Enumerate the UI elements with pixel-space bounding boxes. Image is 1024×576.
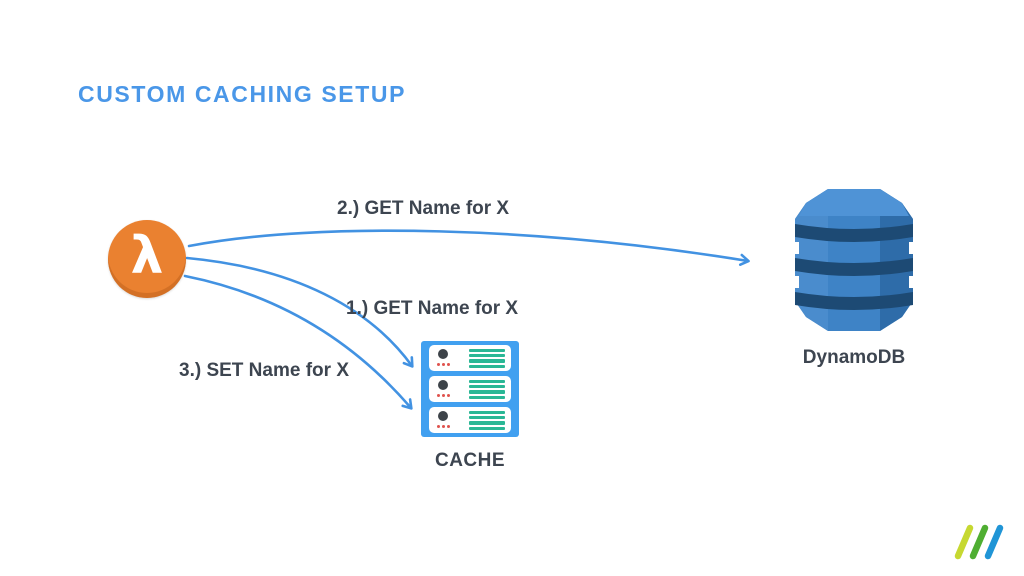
cache-label: CACHE [434, 450, 506, 471]
led-dot-icon [438, 380, 448, 390]
edge-2-arrow-lambda-to-dynamodb [187, 229, 750, 266]
server-row [429, 407, 511, 433]
status-dots-icon [437, 363, 450, 366]
server-row [429, 345, 511, 371]
server-row [429, 376, 511, 402]
vent-lines-icon [469, 380, 505, 399]
led-dot-icon [438, 349, 448, 359]
dynamodb-barrel-icon [790, 189, 918, 331]
status-dots-icon [437, 425, 450, 428]
vent-lines-icon [469, 349, 505, 368]
triple-slash-logo-icon [954, 524, 1004, 560]
edge-2-label: 2.) GET Name for X [337, 198, 510, 219]
slide-title: CUSTOM CACHING SETUP [78, 81, 407, 107]
led-dot-icon [438, 411, 448, 421]
vent-lines-icon [469, 411, 505, 430]
dynamodb-label: DynamoDB [802, 347, 906, 368]
edge-3-label: 3.) SET Name for X [179, 360, 349, 381]
edge-1-label: 1.) GET Name for X [346, 298, 519, 319]
lambda-glyph: λ [130, 226, 164, 286]
edge-3-arrow-lambda-to-cache [183, 274, 413, 410]
status-dots-icon [437, 394, 450, 397]
server-stack-icon [421, 341, 519, 437]
aws-lambda-icon: λ [108, 220, 186, 298]
